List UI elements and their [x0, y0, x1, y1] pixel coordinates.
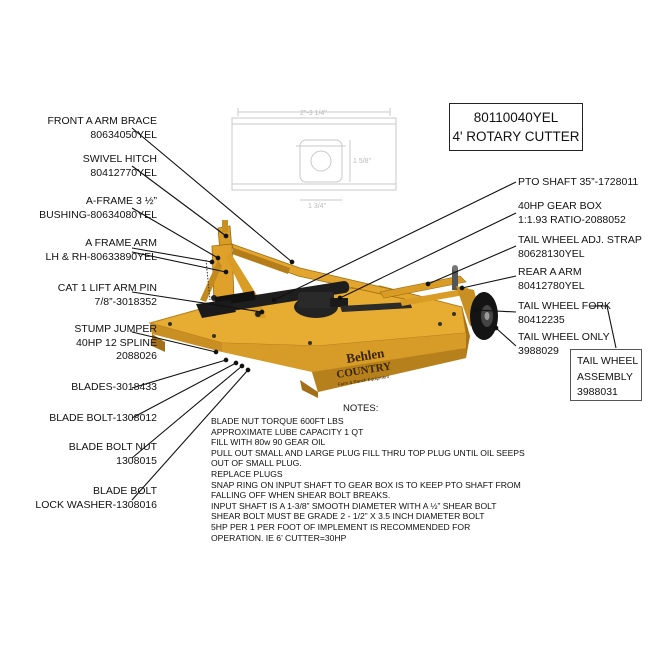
- note-line: REPLACE PLUGS: [211, 468, 283, 479]
- label-gear-box: 40HP GEAR BOX 1:1.93 RATIO-2088052: [518, 200, 626, 227]
- label-lock-washer: BLADE BOLT LOCK WASHER-1308016: [35, 485, 157, 512]
- label-line: STUMP JUMPER: [74, 323, 157, 335]
- label-tail-wheel-fork: TAIL WHEEL FORK 80412235: [518, 300, 611, 327]
- label-tail-wheel-adj-strap: TAIL WHEEL ADJ. STRAP 80628130YEL: [518, 234, 642, 261]
- note-line: OPERATION. IE 6’ CUTTER=30HP: [211, 532, 347, 543]
- label-lift-arm-pin: CAT 1 LIFT ARM PIN 7/8”-3018352: [58, 282, 157, 309]
- model-name: 4' ROTARY CUTTER: [452, 129, 580, 144]
- label-line: TAIL WHEEL ONLY: [518, 331, 610, 343]
- brand-name-1: Behlen: [345, 345, 386, 366]
- label-line: BLADE BOLT NUT: [68, 441, 157, 453]
- tail-wheel-assembly-label: TAIL WHEEL ASSEMBLY 3988031: [577, 354, 638, 401]
- label-a-frame-arm: A FRAME ARM LH & RH-80633890YEL: [46, 237, 158, 264]
- label-line: REAR A ARM: [518, 266, 582, 278]
- note-line: APPROXIMATE LUBE CAPACITY 1 QT: [211, 426, 364, 437]
- note-line: PULL OUT SMALL AND LARGE PLUG FILL THRU …: [211, 447, 525, 458]
- leader-lines: [131, 127, 617, 501]
- label-line: A-FRAME 3 ½”: [85, 195, 157, 207]
- label-line: BLADES-3018433: [71, 381, 157, 393]
- label-rear-a-arm: REAR A ARM 80412780YEL: [518, 266, 585, 293]
- note-line: 5HP PER 1 PER FOOT OF IMPLEMENT IS RECOM…: [211, 521, 471, 532]
- label-line: SWIVEL HITCH: [82, 153, 157, 165]
- label-line: PTO SHAFT 35”-1728011: [518, 176, 639, 188]
- label-line: TAIL WHEEL: [577, 355, 639, 367]
- notes-block: BLADE NUT TORQUE 600FT LBS APPROXIMATE L…: [211, 416, 525, 543]
- label-line: BLADE BOLT: [93, 485, 157, 497]
- label-blade-bolt-nut: BLADE BOLT NUT 1308015: [69, 441, 157, 468]
- note-line: SHEAR BOLT MUST BE GRADE 2 - 1/2” X 3.5 …: [211, 511, 485, 522]
- label-line: FRONT A ARM BRACE: [47, 115, 158, 127]
- label-pto-shaft: PTO SHAFT 35”-1728011: [518, 176, 638, 190]
- label-line: BUSHING-80634080YEL: [39, 208, 157, 221]
- label-line: 80412770YEL: [90, 166, 157, 179]
- notes-heading: NOTES:: [343, 403, 379, 414]
- label-a-frame-bushing: A-FRAME 3 ½” BUSHING-80634080YEL: [39, 195, 157, 222]
- label-blades: BLADES-3018433: [71, 381, 157, 395]
- note-line: FALLING OFF WHEN SHEAR BOLT BREAKS.: [211, 490, 391, 501]
- note-line: OUT OF SMALL PLUG.: [211, 458, 302, 469]
- inset-dim-top: 2"-3 1/4": [300, 110, 327, 117]
- tail-wheel-assembly-box: [570, 349, 642, 401]
- label-line: 80412780YEL: [518, 279, 585, 292]
- note-line: FILL WITH 80w 90 GEAR OIL: [211, 437, 326, 448]
- label-line: 2088026: [116, 350, 157, 362]
- gearbox-inset-drawing: [231, 108, 397, 201]
- label-front-a-arm-brace: FRONT A ARM BRACE 80634050YEL: [48, 115, 158, 142]
- note-line: SNAP RING ON INPUT SHAFT TO GEAR BOX IS …: [211, 479, 521, 490]
- label-line: 80628130YEL: [518, 247, 585, 260]
- label-line: 1:1.93 RATIO-2088052: [518, 213, 626, 226]
- label-line: 3988031: [577, 386, 618, 398]
- model-number: 80110040YEL: [473, 110, 559, 125]
- inset-dim-bottom: 1 3/4": [308, 203, 327, 210]
- model-title-box: 80110040YEL 4' ROTARY CUTTER: [449, 103, 583, 151]
- label-line: BLADE BOLT-1308012: [49, 412, 157, 424]
- label-line: 3988029: [518, 344, 559, 357]
- label-line: LH & RH-80633890YEL: [45, 250, 158, 263]
- label-line: 40HP GEAR BOX: [518, 200, 602, 212]
- inset-dim-side: 1 5/8": [353, 158, 372, 165]
- label-line: 1308015: [116, 454, 157, 467]
- label-line: ASSEMBLY: [577, 370, 633, 383]
- label-blade-bolt: BLADE BOLT-1308012: [49, 412, 157, 426]
- label-line: 80412235: [518, 313, 565, 326]
- label-line: 7/8”-3018352: [94, 295, 157, 308]
- note-line: BLADE NUT TORQUE 600FT LBS: [211, 416, 344, 426]
- label-line: A FRAME ARM: [85, 237, 157, 249]
- label-line: TAIL WHEEL ADJ. STRAP: [518, 234, 642, 246]
- label-line: CAT 1 LIFT ARM PIN: [57, 282, 157, 294]
- label-line: TAIL WHEEL FORK: [518, 300, 611, 312]
- label-line: 80634050YEL: [90, 128, 157, 141]
- label-swivel-hitch: SWIVEL HITCH 80412770YEL: [83, 153, 157, 180]
- label-line: LOCK WASHER-1308016: [35, 498, 157, 511]
- label-line: 40HP 12 SPLINE: [76, 336, 157, 349]
- label-tail-wheel-only: TAIL WHEEL ONLY 3988029: [518, 331, 610, 358]
- label-stump-jumper: STUMP JUMPER 40HP 12 SPLINE 2088026: [74, 323, 157, 364]
- note-line: INPUT SHAFT IS A 1-3/8” SMOOTH DIAMETER …: [211, 500, 497, 511]
